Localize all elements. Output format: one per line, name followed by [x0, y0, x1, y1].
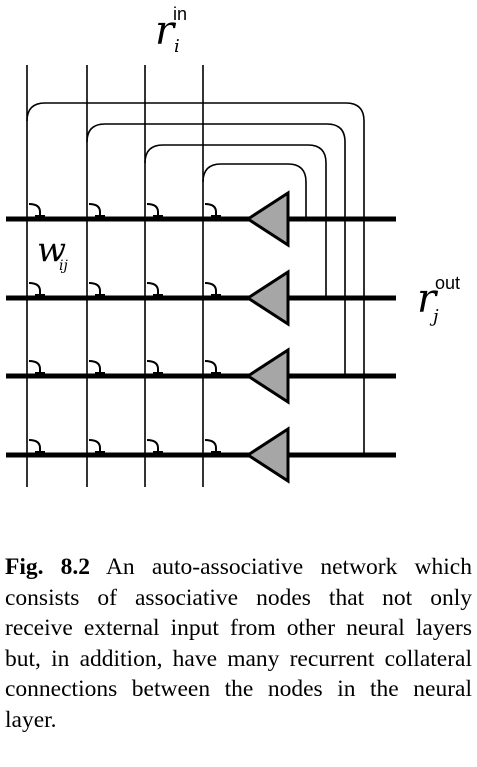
synapse-r1-c3 [146, 203, 159, 216]
neuron-2 [245, 269, 290, 327]
weight-label-symbol: w [37, 230, 66, 270]
neuron-1 [245, 190, 290, 248]
synapse-r2-c3 [146, 282, 159, 295]
input-label-superscript: in [173, 4, 187, 24]
figure-label: Fig. 8.2 [5, 554, 91, 580]
output-label: r out j [417, 273, 460, 327]
collateral-row-4 [26, 102, 365, 455]
synapse-r4-c4 [204, 439, 217, 452]
synapse-r2-c4 [204, 282, 217, 295]
synapse-r2-c1 [28, 282, 41, 295]
collateral-row-3 [86, 123, 346, 376]
synapse-r3-c1 [28, 360, 41, 373]
synapse-r3-c4 [204, 360, 217, 373]
synapse-r3-c3 [146, 360, 159, 373]
input-label-subscript: i [174, 36, 180, 57]
figure-caption: Fig. 8.2 An auto-associative network whi… [5, 552, 472, 736]
synapse-r1-c4 [204, 203, 217, 216]
synapse-r3-c2 [88, 360, 101, 373]
synapse-r1-c1 [28, 203, 41, 216]
output-label-superscript: out [435, 273, 460, 293]
collateral-row-1 [202, 163, 307, 219]
synapse-r2-c2 [88, 282, 101, 295]
output-label-symbol: r [417, 276, 439, 322]
synapses [28, 203, 221, 453]
synapse-r4-c3 [146, 439, 159, 452]
collateral-row-2 [144, 144, 327, 298]
synapse-r1-c2 [88, 203, 101, 216]
synapse-r4-c2 [88, 439, 101, 452]
caption-text: An auto-associative network which consis… [5, 554, 472, 733]
synapse-r4-c1 [28, 439, 41, 452]
neuron-4 [245, 426, 290, 484]
input-lines [26, 65, 204, 487]
dendrite-lines [6, 216, 396, 458]
input-label-symbol: r [155, 8, 177, 54]
input-label: r in i [155, 4, 187, 57]
weight-label: w ij [32, 230, 78, 274]
neuron-3 [245, 347, 290, 405]
auto-associative-network-diagram: r in i r out j w ij [6, 4, 460, 487]
output-label-subscript: j [429, 306, 439, 327]
weight-label-subscript: ij [59, 258, 68, 274]
recurrent-collaterals [26, 102, 365, 455]
neurons [245, 190, 290, 484]
